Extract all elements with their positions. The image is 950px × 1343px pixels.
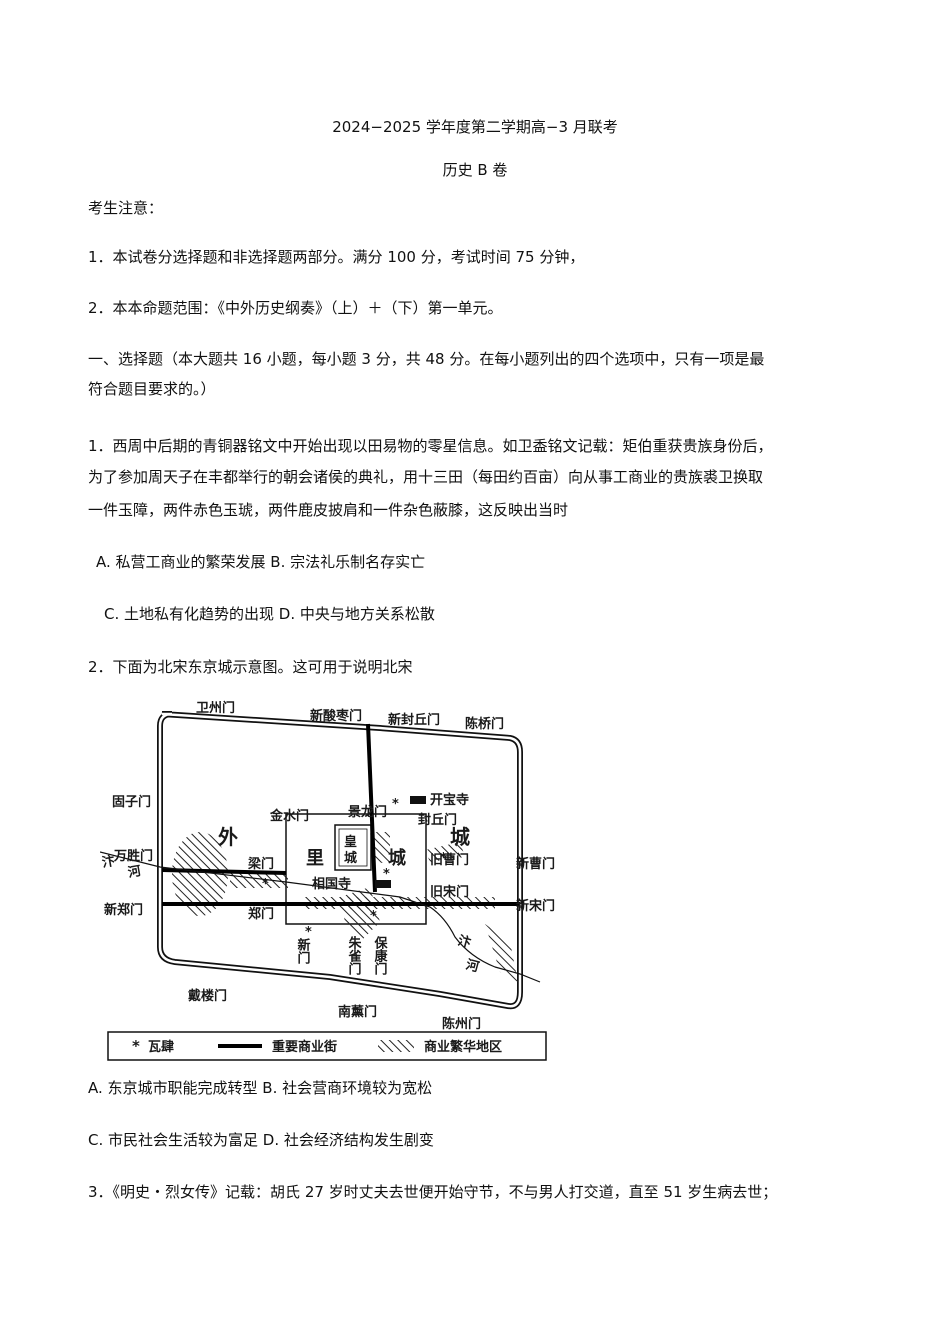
gate-chenzhou: 陈州门 <box>442 1016 481 1032</box>
gate-fengqiu: 封丘门 <box>418 812 457 828</box>
gate-xincao: 新曹门 <box>516 856 555 872</box>
section-heading-line2: 符合题目要求的。） <box>88 380 216 398</box>
gate-chenqiao: 陈桥门 <box>465 716 504 732</box>
svg-text:*: * <box>262 877 269 892</box>
gate-weizhou: 卫州门 <box>196 700 235 716</box>
legend-hatch-icon <box>378 1040 414 1052</box>
zone-huang-cheng: 城 <box>344 850 357 866</box>
q2-options-cd: C. 市民社会生活较为富足 D. 社会经济结构发生剧变 <box>88 1131 434 1149</box>
q1-options-cd: C. 土地私有化趋势的出现 D. 中央与地方关系松散 <box>104 605 435 623</box>
exam-subtitle: 历史 B 卷 <box>442 161 508 179</box>
q1-stem-line2: 为了参加周天子在丰都举行的朝会诸侯的典礼，用十三田（每田约百亩）向从事工商业的贵… <box>88 468 764 486</box>
dongjing-city-map: * * * * * * 卫州门 新酸枣门 新封丘门 陈桥门 固子门 万胜门 新郑… <box>100 692 560 1064</box>
q1-stem-line1: 1．西周中后期的青铜器铭文中开始出现以田易物的零星信息。如卫盉铭文记载：矩伯重获… <box>88 437 773 455</box>
zone-li: 里 <box>306 848 324 869</box>
gate-jinshui: 金水门 <box>269 808 309 824</box>
legend-asterisk-icon: * <box>132 1037 140 1055</box>
legend-area: 商业繁华地区 <box>424 1039 502 1055</box>
svg-text:*: * <box>370 909 377 924</box>
gate-xinsuanzao: 新酸枣门 <box>310 708 362 724</box>
gate-jiucao: 旧曹门 <box>430 852 469 868</box>
svg-text:*: * <box>383 867 390 882</box>
gate-xinsong: 新宋门 <box>516 898 555 914</box>
q1-options-ab: A. 私营工商业的繁荣发展 B. 宗法礼乐制名存实亡 <box>96 553 426 571</box>
svg-text:*: * <box>440 851 447 866</box>
bian-river-label-west: 汴 <box>101 853 117 871</box>
zone-cheng-outer: 城 <box>450 825 470 849</box>
gate-xinfengqiu: 新封丘门 <box>388 712 440 728</box>
gate-xin: 新门 <box>295 937 311 965</box>
gate-jinglong: 景龙门 <box>348 804 387 820</box>
he-label-west: 河 <box>127 863 143 881</box>
zone-huang: 皇 <box>344 834 357 850</box>
legend-street: 重要商业街 <box>272 1039 337 1055</box>
bian-river-label-east: 汴 <box>456 933 473 952</box>
notice-heading: 考生注意： <box>88 199 164 217</box>
gate-guzi: 固子门 <box>112 794 151 810</box>
svg-text:*: * <box>392 797 399 812</box>
section-heading-line1: 一、选择题（本大题共 16 小题，每小题 3 分，共 48 分。在每小题列出的四… <box>88 350 765 368</box>
zone-wai: 外 <box>218 825 238 849</box>
zone-cheng-inner: 城 <box>388 847 406 869</box>
gate-dailou: 戴楼门 <box>188 988 227 1004</box>
exam-title: 2024−2025 学年度第二学期高−3 月联考 <box>332 118 618 136</box>
xiangguo-temple-label: 相国寺 <box>312 876 351 892</box>
gate-zheng: 郑门 <box>248 906 274 922</box>
notice-item-1: 1．本试卷分选择题和非选择题两部分。满分 100 分，考试时间 75 分钟， <box>88 248 585 266</box>
q2-stem: 2．下面为北宋东京城示意图。这可用于说明北宋 <box>88 658 413 676</box>
svg-text:*: * <box>305 925 312 940</box>
he-label-east: 河 <box>464 957 481 976</box>
gate-baokang: 保康门 <box>372 935 389 976</box>
q1-stem-line3: 一件玉障，两件赤色玉琥，两件鹿皮披肩和一件杂色蔽膝，这反映出当时 <box>88 501 569 519</box>
legend-wasi: 瓦肆 <box>148 1039 174 1055</box>
kaibao-temple-label: 开宝寺 <box>430 792 469 808</box>
gate-xinzheng: 新郑门 <box>104 902 143 918</box>
q3-stem-line1: 3．《明史・烈女传》记载：胡氏 27 岁时丈夫去世便开始守节，不与男人打交道，直… <box>88 1183 778 1201</box>
gate-zhuque: 朱雀门 <box>346 935 363 976</box>
gate-nanxun: 南薰门 <box>338 1004 377 1020</box>
gate-liang: 梁门 <box>247 856 274 872</box>
q2-options-ab: A. 东京城市职能完成转型 B. 社会营商环境较为宽松 <box>88 1079 433 1097</box>
gate-wansheng: 万胜门 <box>113 848 153 864</box>
gate-jiusong: 旧宋门 <box>430 884 469 900</box>
notice-item-2: 2．本本命题范围：《中外历史纲奏》（上）＋（下）第一单元。 <box>88 299 503 317</box>
